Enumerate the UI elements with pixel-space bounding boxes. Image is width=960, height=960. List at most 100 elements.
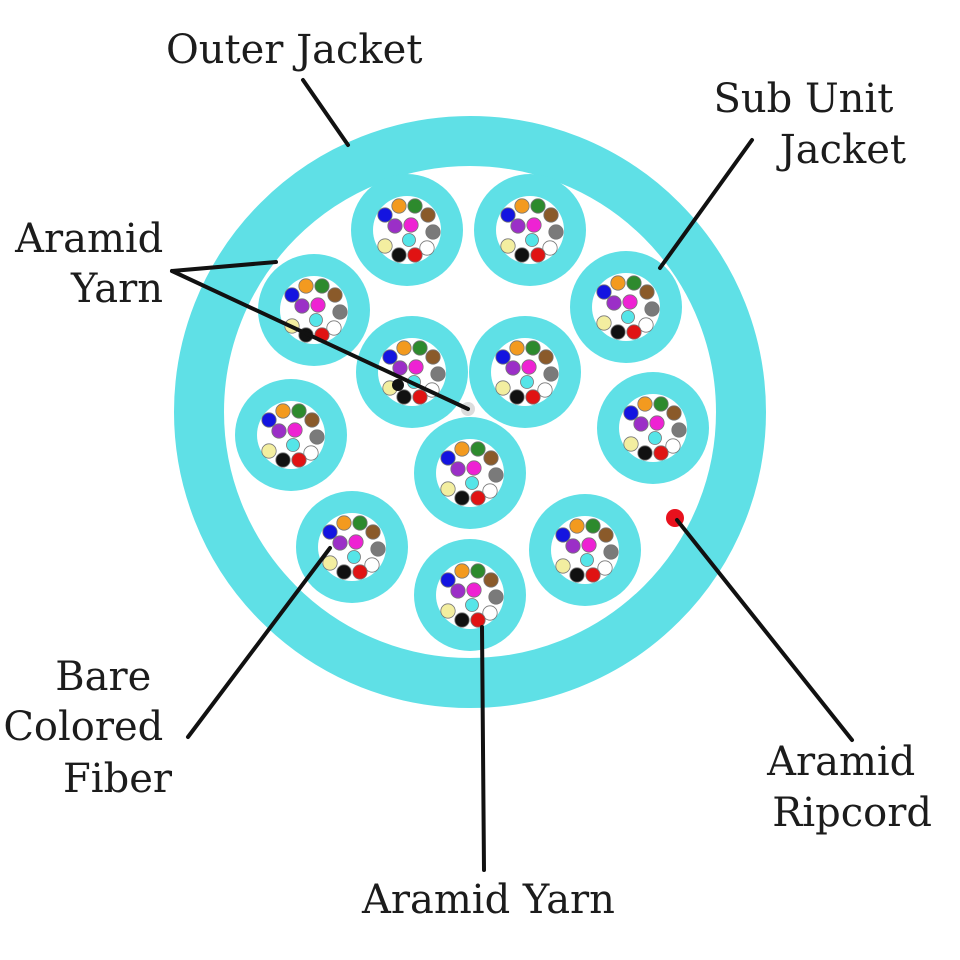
sub-unit: [597, 372, 709, 484]
center-fiber: [520, 375, 534, 389]
sub-unit: [414, 417, 526, 529]
bare-colored-fiber: [332, 535, 348, 551]
center-fiber: [465, 476, 479, 490]
label-bare-colored-fiber-line1: Bare: [55, 654, 151, 700]
bare-colored-fiber: [482, 483, 498, 499]
bare-colored-fiber: [598, 527, 614, 543]
label-outer-jacket: Outer Jacket: [166, 27, 422, 73]
bare-colored-fiber: [425, 349, 441, 365]
bare-colored-fiber: [521, 359, 537, 375]
bare-colored-fiber: [332, 304, 348, 320]
bare-colored-fiber: [565, 538, 581, 554]
sub-unit: [356, 316, 468, 428]
bare-colored-fiber: [425, 224, 441, 240]
center-fiber: [309, 313, 323, 327]
bare-colored-fiber: [622, 294, 638, 310]
center-fiber: [621, 310, 635, 324]
bare-colored-fiber: [303, 445, 319, 461]
bare-colored-fiber: [440, 481, 456, 497]
bare-colored-fiber: [407, 198, 423, 214]
bare-colored-fiber: [364, 557, 380, 573]
bare-colored-fiber: [505, 360, 521, 376]
label-aramid-ripcord-line2: Ripcord: [772, 790, 932, 836]
bare-colored-fiber: [352, 515, 368, 531]
bare-colored-fiber: [466, 582, 482, 598]
bare-colored-fiber: [665, 438, 681, 454]
bare-colored-fiber: [348, 534, 364, 550]
bare-colored-fiber: [666, 405, 682, 421]
bare-colored-fiber: [525, 389, 541, 405]
bare-colored-fiber: [488, 589, 504, 605]
bare-colored-fiber: [671, 422, 687, 438]
bare-colored-fiber: [514, 198, 530, 214]
label-aramid-ripcord: Aramid Ripcord: [766, 739, 932, 836]
bare-colored-fiber: [310, 297, 326, 313]
bare-colored-fiber: [585, 567, 601, 583]
bare-colored-fiber: [509, 340, 525, 356]
bare-colored-fiber: [391, 247, 407, 263]
bare-colored-fiber: [396, 340, 412, 356]
outer-jacket-ring: [174, 116, 766, 708]
bare-colored-fiber: [412, 389, 428, 405]
bare-colored-fiber: [610, 275, 626, 291]
bare-colored-fiber: [639, 284, 655, 300]
leader-aramid-ripcord: [675, 518, 854, 742]
bare-colored-fiber: [314, 278, 330, 294]
bare-colored-fiber: [420, 207, 436, 223]
sub-unit: [258, 254, 370, 366]
leader-aramid-yarn-left-a: [170, 260, 278, 273]
bare-colored-fiber: [370, 541, 386, 557]
bare-colored-fiber: [261, 412, 277, 428]
bare-colored-fiber: [526, 217, 542, 233]
label-aramid-yarn-left-line2: Yarn: [70, 266, 163, 312]
sub-unit: [529, 494, 641, 606]
bare-colored-fiber: [542, 240, 558, 256]
leader-aramid-yarn-bottom: [480, 625, 486, 872]
bare-colored-fiber: [271, 423, 287, 439]
label-aramid-ripcord-line1: Aramid: [766, 739, 915, 785]
center-fiber: [648, 431, 662, 445]
label-bare-colored-fiber: Bare Colored Fiber: [3, 654, 176, 802]
bare-colored-fiber: [440, 450, 456, 466]
bare-colored-fiber: [291, 452, 307, 468]
bare-colored-fiber: [649, 415, 665, 431]
label-bare-colored-fiber-line2: Colored: [3, 704, 163, 750]
bare-colored-fiber: [450, 461, 466, 477]
bare-colored-fiber: [626, 324, 642, 340]
bare-colored-fiber: [470, 441, 486, 457]
bare-colored-fiber: [603, 544, 619, 560]
sub-unit: [296, 491, 408, 603]
bare-colored-fiber: [597, 560, 613, 576]
bare-colored-fiber: [653, 396, 669, 412]
bare-colored-fiber: [284, 287, 300, 303]
sub-unit: [235, 379, 347, 491]
label-aramid-yarn-bottom: Aramid Yarn: [361, 877, 615, 923]
center-fiber: [402, 233, 416, 247]
bare-colored-fiber: [495, 380, 511, 396]
bare-colored-fiber: [530, 247, 546, 263]
bare-colored-fiber: [322, 555, 338, 571]
bare-colored-fiber: [606, 295, 622, 311]
label-sub-unit-jacket-line1: Sub Unit: [713, 76, 893, 122]
bare-colored-fiber: [298, 278, 314, 294]
bare-colored-fiber: [275, 403, 291, 419]
bare-colored-fiber: [596, 284, 612, 300]
bare-colored-fiber: [569, 518, 585, 534]
bare-colored-fiber: [309, 429, 325, 445]
bare-colored-fiber: [391, 198, 407, 214]
bare-colored-fiber: [633, 416, 649, 432]
bare-colored-fiber: [336, 564, 352, 580]
aramid-yarn-dot: [392, 379, 404, 391]
bare-colored-fiber: [525, 340, 541, 356]
bare-colored-fiber: [403, 217, 419, 233]
bare-colored-fiber: [440, 603, 456, 619]
bare-colored-fiber: [466, 460, 482, 476]
bare-colored-fiber: [488, 467, 504, 483]
bare-colored-fiber: [510, 218, 526, 234]
sub-unit: [474, 174, 586, 286]
bare-colored-fiber: [287, 422, 303, 438]
bare-colored-fiber: [352, 564, 368, 580]
bare-colored-fiber: [450, 583, 466, 599]
sub-unit: [570, 251, 682, 363]
bare-colored-fiber: [548, 224, 564, 240]
